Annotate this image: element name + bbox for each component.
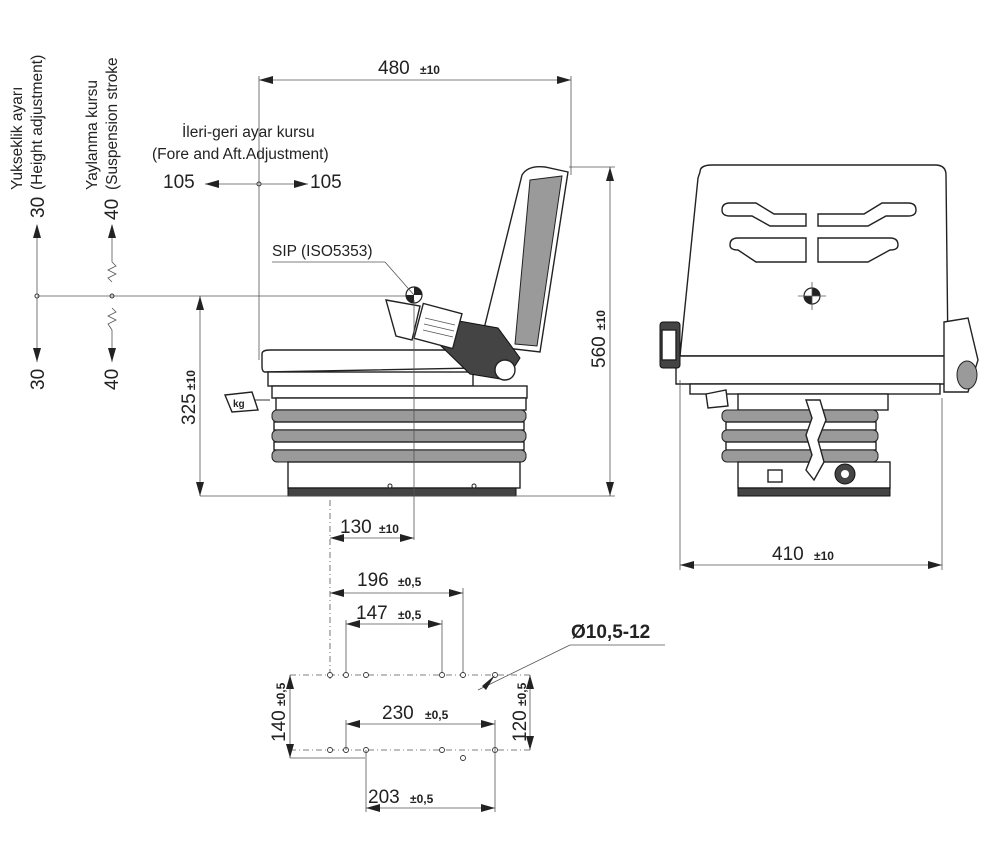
belt-buckle-icon [422,317,456,338]
dim-230-tol: ±0,5 [425,708,449,722]
hole-diameter-label: Ø10,5-12 [571,622,650,643]
mounting-hole-pattern: 196 ±0,5 147 ±0,5 Ø10,5-12 140 ±0,5 [269,570,665,812]
dim-203-value: 203 [368,787,400,808]
fore-aft-group: İleri-geri ayar kursu (Fore and Aft.Adju… [152,123,342,193]
mount-hole [460,672,466,678]
arrow-up-icon [33,224,41,238]
arrow-up-icon [108,224,116,238]
height-adjustment-group: Yukseklik ayarı (Height adjustment) 30 3… [9,55,49,390]
seat-front-view [659,164,979,497]
mount-hole [343,672,349,678]
dim-147-tol: ±0,5 [398,608,422,622]
dim-410-tol: ±10 [814,549,834,563]
dim-560-tol: ±10 [594,310,608,330]
suspension-label-tr: Yaylanma kursu [84,80,101,190]
mount-hole [439,747,445,753]
suspension-down-value: 40 [102,369,123,390]
height-label-tr: Yukseklik ayarı [9,87,26,190]
dim-140-tol: ±0,5 [274,682,288,706]
fore-aft-left-value: 105 [163,172,195,193]
dim-325-tol: ±10 [184,370,198,390]
mount-hole [327,672,333,678]
dim-196-value: 196 [357,570,389,591]
mount-hole [363,672,369,678]
suspension-label-en: (Suspension stroke [104,57,121,190]
weight-knob-icon [834,463,856,485]
dim-sip-height-325: 325 ±10 [179,296,615,497]
spring-bottom-icon [107,307,117,331]
weight-kg-icon: kg [233,399,245,410]
dim-560-value: 560 [589,336,610,368]
suspension-stroke-group: Yaylanma kursu (Suspension stroke 40 40 [84,57,123,390]
dim-width-480: 480 ±10 [258,58,572,360]
dim-total-height-560: 560 ±10 [569,166,615,496]
mount-hole [460,755,466,761]
dim-120-tol: ±0,5 [515,682,529,706]
dim-230-value: 230 [382,703,414,724]
dim-203-tol: ±0,5 [410,792,434,806]
mount-hole [327,747,333,753]
dim-480-value: 480 [378,58,410,79]
spring-top-icon [107,261,117,283]
fore-aft-label-en: (Fore and Aft.Adjustment) [152,146,329,163]
dim-front-width-410: 410 ±10 [679,380,943,570]
sip-marker-front-icon [798,282,826,310]
dim-130-tol: ±10 [379,522,399,536]
dim-196-tol: ±0,5 [398,575,422,589]
dim-130-value: 130 [340,517,372,538]
dim-480-tol: ±10 [420,63,440,77]
seat-side-view: kg [223,165,569,497]
height-up-value: 30 [28,197,49,218]
dim-325-value: 325 [179,393,200,425]
dim-140-value: 140 [269,710,290,742]
mount-hole [439,672,445,678]
height-down-value: 30 [28,369,49,390]
sip-label: SIP (ISO5353) [272,243,373,260]
height-handle-icon [805,399,827,482]
arrow-right-icon [294,180,308,188]
fore-aft-label-tr: İleri-geri ayar kursu [182,123,315,141]
dim-120-value: 120 [510,710,531,742]
arrow-down-icon [33,348,41,362]
dim-147-value: 147 [356,603,388,624]
suspension-up-value: 40 [102,199,123,220]
fore-aft-right-value: 105 [310,172,342,193]
arrow-down-icon [108,348,116,362]
dim-410-value: 410 [772,544,804,565]
sip-label-group: SIP (ISO5353) [272,243,415,296]
height-label-en: (Height adjustment) [29,55,46,190]
arrow-left-icon [205,180,219,188]
dim-sip-offset-130: 130 ±10 [329,300,415,680]
